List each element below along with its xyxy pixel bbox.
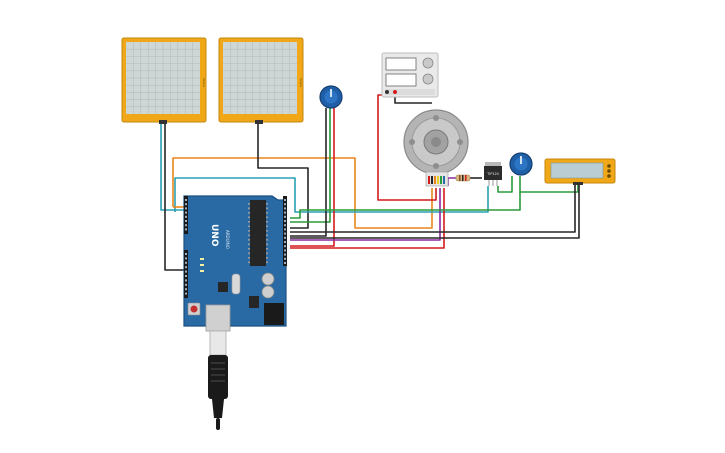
digital-header <box>283 196 287 266</box>
wire-tip-green[interactable] <box>497 176 513 193</box>
dc-motor[interactable] <box>403 109 469 187</box>
resistor[interactable] <box>455 174 471 182</box>
wire-pot2-green[interactable] <box>519 176 579 193</box>
wire-supply-red[interactable] <box>377 94 437 201</box>
arduino-uno-board[interactable]: UNO ARDUINO <box>183 195 287 332</box>
wire-scope1-dark[interactable] <box>164 123 184 271</box>
lcd-display[interactable] <box>544 158 616 185</box>
power-supply[interactable] <box>381 52 439 98</box>
scope-2-grid <box>223 42 297 114</box>
oscilloscope-2[interactable]: Scope <box>218 37 304 124</box>
usb-cable-icon <box>209 330 227 356</box>
wire-supply-dark[interactable] <box>394 95 432 104</box>
wire-pot1-dark[interactable] <box>290 108 327 237</box>
usb-cable[interactable] <box>208 330 228 430</box>
wire-teal-long[interactable] <box>174 177 489 213</box>
board-maker: ARDUINO <box>225 230 230 249</box>
wire-motor-purple[interactable] <box>290 188 441 241</box>
lcd-screen <box>550 162 604 179</box>
board-brand: UNO <box>209 224 219 247</box>
atmega-chip <box>250 200 266 266</box>
wire-lcd-dark-1[interactable] <box>290 184 576 233</box>
scope-2-label: Scope <box>299 78 303 87</box>
oscilloscope-1[interactable]: Scope <box>121 37 207 124</box>
usb-port[interactable] <box>205 304 231 332</box>
wire-scope2-dark[interactable] <box>257 123 309 229</box>
wire-pot1-red[interactable] <box>290 108 335 247</box>
wire-motor-red[interactable] <box>290 188 445 249</box>
potentiometer-2[interactable] <box>509 152 533 176</box>
power-header <box>184 196 188 234</box>
analog-header <box>184 250 188 298</box>
wire-lcd-dark-2[interactable] <box>290 184 580 239</box>
wire-scope2-orange[interactable] <box>172 157 433 229</box>
tip120-transistor[interactable]: TIP120 <box>484 162 502 186</box>
wire-scope1-teal[interactable] <box>160 123 184 211</box>
scope-1-grid <box>126 42 200 114</box>
header-pins <box>185 199 286 295</box>
power-jack[interactable] <box>264 303 284 325</box>
wire-pot1-green[interactable] <box>290 108 331 223</box>
scope-1-label: Scope <box>202 78 206 87</box>
wire-green-long[interactable] <box>290 192 521 219</box>
potentiometer-1[interactable] <box>319 85 343 109</box>
transistor-label: TIP120 <box>486 172 499 176</box>
